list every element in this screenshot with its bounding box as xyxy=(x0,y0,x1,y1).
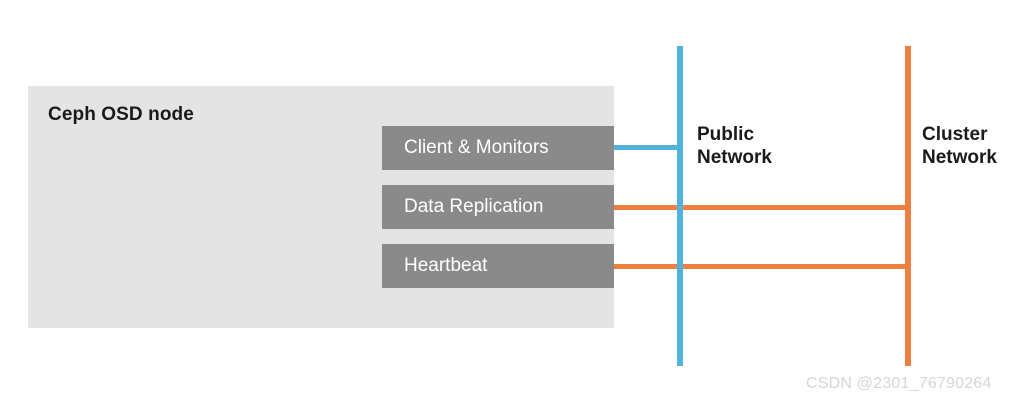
ceph-osd-node-title: Ceph OSD node xyxy=(48,104,194,125)
role-bar-client-and-monitors: Client & Monitors xyxy=(382,126,614,170)
public-network-label-line1: Public xyxy=(697,124,755,145)
role-bar-data-replication: Data Replication xyxy=(382,185,614,229)
role-bar-label: Heartbeat xyxy=(404,255,488,276)
connector-client-monitors-to-public-network xyxy=(614,145,683,150)
cluster-network-trunk-line xyxy=(905,46,911,366)
cluster-network-label-line1: Cluster xyxy=(922,124,988,145)
public-network-trunk-line xyxy=(677,46,683,366)
role-bar-label: Client & Monitors xyxy=(404,137,549,158)
cluster-network-label: Cluster Network xyxy=(922,123,997,169)
public-network-label: Public Network xyxy=(697,123,772,169)
connector-heartbeat-segment-left xyxy=(614,264,677,269)
csdn-watermark: CSDN @2301_76790264 xyxy=(806,375,992,392)
connector-heartbeat-to-cluster-network xyxy=(683,264,911,269)
cluster-network-label-line2: Network xyxy=(922,147,997,168)
role-bar-heartbeat: Heartbeat xyxy=(382,244,614,288)
public-network-label-line2: Network xyxy=(697,147,772,168)
connector-data-replication-to-cluster-network xyxy=(683,205,911,210)
connector-data-replication-segment-left xyxy=(614,205,677,210)
role-bar-label: Data Replication xyxy=(404,196,544,217)
